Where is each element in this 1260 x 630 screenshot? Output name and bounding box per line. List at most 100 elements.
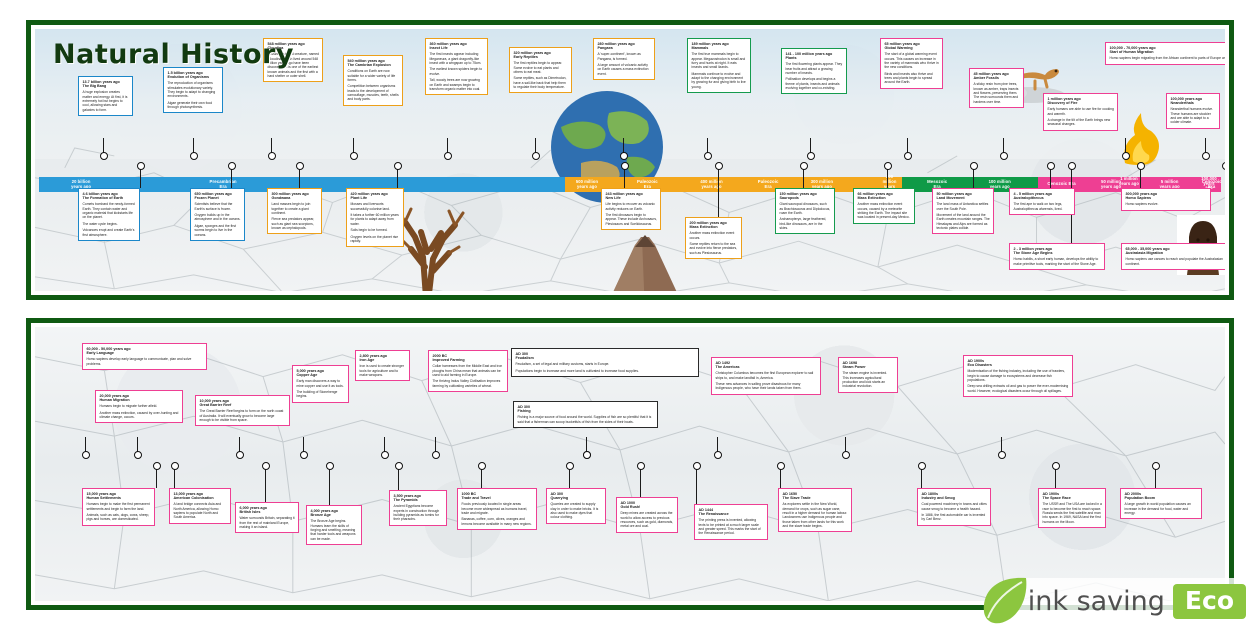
fact-card-heading: AD 1698 Steam Power <box>842 360 866 369</box>
fact-card-paragraph: The first insects appear including Megan… <box>429 52 482 65</box>
fact-card-paragraph: Some reptiles return to the sea and evol… <box>689 242 738 255</box>
fact-card-heading: 100,000 years ago Neanderthals <box>1170 96 1203 105</box>
fact-card[interactable]: 1.5 billion years ago Evolution of Organ… <box>163 67 223 114</box>
fact-card-paragraph: Animals, such as cats, dogs, cows, sheep… <box>86 513 150 522</box>
fact-card-paragraph: Mammals continue to evolve and adapt to … <box>691 71 746 89</box>
fact-card-heading: 60,000 - 50,000 years ago Early Language <box>86 346 131 355</box>
fact-card-heading: 200 million years ago Mass Extinction <box>689 220 727 229</box>
timeline-pin <box>82 437 91 459</box>
fact-card-heading: 4.6 billion years ago The Formation of E… <box>82 191 124 200</box>
fact-card-paragraph: Fossils of a tubed creature, named 'Clou… <box>267 52 319 78</box>
fact-card-heading: AD 1800s Industry and Smog <box>921 491 955 500</box>
fact-card[interactable]: 4.6 billion years ago The Formation of E… <box>78 188 140 241</box>
fact-card-paragraph: As explorers settle in the New World, de… <box>782 502 848 528</box>
fact-card-paragraph: Homo sapiens begin migrating from the Af… <box>1109 56 1226 61</box>
ink-saving-eco-watermark: ink saving Eco <box>983 577 1250 624</box>
timeline-pin <box>153 462 162 488</box>
fact-card-paragraph: Movement of the land around the Earth cr… <box>936 213 990 231</box>
fact-card-paragraph: Algae, sponges and the first worms begin… <box>194 223 236 237</box>
axis-label: 50 million years ago <box>1101 178 1122 189</box>
timeline-pin <box>350 138 359 160</box>
fact-card-paragraph: A 'super-continent', known as Pangaea, i… <box>597 52 641 61</box>
fact-card-paragraph: The earliest known spiders begin to evol… <box>429 67 483 76</box>
fact-card-heading: AD 1444 The Renaissance <box>698 507 729 516</box>
fact-card[interactable]: 65,000 - 35,000 years ago Australasia Mi… <box>1121 243 1225 270</box>
timeline-pin <box>190 138 199 160</box>
axis-label: Paleozoic Era <box>637 178 658 189</box>
fact-card-paragraph: The first dinosaurs begin to appear. The… <box>605 213 657 226</box>
timeline-pin <box>777 462 786 488</box>
fact-card-heading: 66 million years ago Mass Extinction <box>857 191 893 200</box>
fact-card-paragraph: Another mass extinction event occurs. <box>689 231 735 240</box>
timeline-pin <box>1137 162 1146 188</box>
timeline-pin <box>395 462 404 490</box>
fact-card[interactable]: AD 1000 Gold Rush!Deep mines are created… <box>616 497 678 533</box>
fact-card-heading: 189 million years ago Mammals <box>691 41 729 50</box>
fact-card[interactable]: 60,000 - 50,000 years ago Early Language… <box>82 343 207 370</box>
fact-card-heading: 13.7 billion years ago The Big Bang <box>82 79 120 88</box>
fact-card-paragraph: Quarries are created to supply clay in o… <box>550 502 599 520</box>
fact-card-heading: AD 1000 Gold Rush! <box>620 500 641 509</box>
fact-card-paragraph: The steam engine is invented. This incre… <box>842 371 888 389</box>
timeline-pin <box>326 462 335 505</box>
fact-card-paragraph: Homo sapiens evolve. <box>1125 202 1159 207</box>
fact-card-paragraph: Iron is used to create stronger tools fo… <box>359 364 404 377</box>
fact-card-paragraph: The first ape to walk on two legs, Austr… <box>1013 202 1063 211</box>
fact-card-heading: 320 million years ago Early Reptiles <box>513 50 551 59</box>
fact-card-paragraph: Competition between organisms leads to t… <box>347 84 399 102</box>
fact-card[interactable]: 540 million years ago The Cambrian Explo… <box>343 55 403 106</box>
fact-card-paragraph: Foods previously located in single areas… <box>461 502 528 515</box>
fact-card[interactable]: 4 - 5 million years ago Australopithecus… <box>1009 188 1075 215</box>
timeline-pin <box>918 462 927 488</box>
fact-card-heading: 4,000 years ago Bronze Age <box>310 508 338 517</box>
fact-card-paragraph: Comets bombard the newly-formed Earth. T… <box>82 202 135 220</box>
fact-card-paragraph: Fishing is a major source of food around… <box>517 415 652 424</box>
fact-card-paragraph: A land bridge connects Asia and North Am… <box>173 502 222 520</box>
fact-card[interactable]: 100,000 - 70,000 years ago Start of Huma… <box>1105 42 1225 65</box>
fact-card[interactable]: 2 - 3 million years ago The Stone Age Be… <box>1009 243 1105 270</box>
